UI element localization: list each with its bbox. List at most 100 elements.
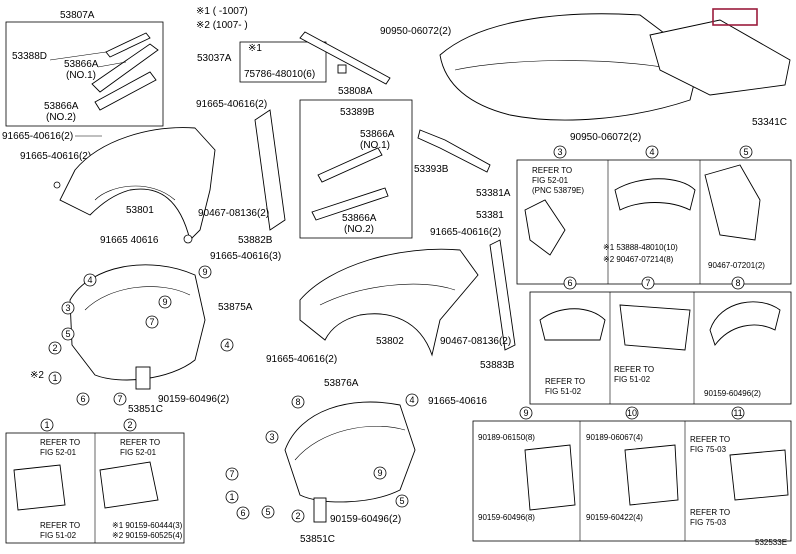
clip-icon	[337, 64, 347, 74]
p9-90189-06150[interactable]: 90189-06150(8)	[478, 433, 535, 442]
label-53866a-4[interactable]: 53866A	[342, 213, 377, 224]
p2-90159-60444[interactable]: ※1 90159-60444(3)	[112, 521, 183, 530]
p8-90159-60496[interactable]: 90159-60496(2)	[704, 389, 761, 398]
label-53037a[interactable]: 53037A	[197, 53, 232, 64]
p5-90467-07201[interactable]: 90467-07201(2)	[708, 261, 765, 270]
part-53851c-b	[313, 497, 327, 523]
part-53801-fender	[59, 127, 216, 241]
part-53341b-insulator	[649, 19, 791, 96]
label-53388d[interactable]: 53388D	[12, 51, 47, 62]
label-53875a[interactable]: 53875A	[218, 302, 253, 313]
label-53801[interactable]: 53801	[126, 205, 154, 216]
label-53851c-a[interactable]: 53851C	[128, 404, 163, 415]
p1-fig-52-01[interactable]: FIG 52-01	[40, 448, 77, 457]
svg-text:9: 9	[377, 468, 382, 478]
svg-text:6: 6	[567, 278, 572, 288]
svg-text:6: 6	[240, 508, 245, 518]
label-90159-60496-2b[interactable]: 90159-60496(2)	[330, 514, 401, 525]
p1-fig-51-02[interactable]: FIG 51-02	[40, 531, 77, 540]
svg-text:4: 4	[409, 395, 414, 405]
p11-fig-75-03-b[interactable]: FIG 75-03	[690, 518, 727, 527]
svg-text:7: 7	[149, 317, 154, 327]
part-53882b-bracket	[254, 109, 286, 231]
label-90950-06072-a[interactable]: 90950-06072(2)	[380, 26, 451, 37]
detail-11-part	[729, 449, 789, 501]
label-53866a-1[interactable]: 53866A	[64, 59, 99, 70]
label-91665-40616-e[interactable]: 91665-40616	[428, 396, 487, 407]
label-53393b[interactable]: 53393B	[414, 164, 449, 175]
p10-90159-60422[interactable]: 90159-60422(4)	[586, 513, 643, 522]
label-90467-08136-2[interactable]: 90467-08136(2)	[198, 208, 269, 219]
p11-refer-to-a: REFER TO	[690, 435, 730, 444]
detail-8-part	[709, 301, 781, 346]
label-53389b[interactable]: 53389B	[340, 107, 375, 118]
svg-text:2: 2	[127, 420, 132, 430]
p2-90159-60525[interactable]: ※2 90159-60525(4)	[112, 531, 183, 540]
label-91665-40616-2d[interactable]: 91665-40616(2)	[430, 227, 501, 238]
label-53883b[interactable]: 53883B	[480, 360, 515, 371]
detail-2-part	[99, 461, 159, 509]
label-90159-60496-2a[interactable]: 90159-60496(2)	[158, 394, 229, 405]
label-53808a[interactable]: 53808A	[338, 86, 373, 97]
p4-90467-07214[interactable]: ※2 90467-07214(8)	[603, 255, 674, 264]
svg-text:4: 4	[87, 275, 92, 285]
detail-9-part	[524, 444, 576, 511]
part-53866a-strip-4	[311, 187, 389, 221]
label-53866a-3[interactable]: 53866A	[360, 129, 395, 140]
svg-text:7: 7	[645, 278, 650, 288]
svg-text:9: 9	[523, 408, 528, 418]
p3-refer-to: REFER TO	[532, 166, 572, 175]
label-no1-b: (NO.1)	[360, 140, 390, 151]
label-75786-48010[interactable]: 75786-48010(6)	[244, 69, 315, 80]
label-star2-a: ※2	[30, 370, 44, 381]
part-53388d-strip	[105, 32, 151, 58]
label-91665-40616-2a[interactable]: 91665-40616(2)	[2, 131, 73, 142]
svg-text:9: 9	[162, 297, 167, 307]
p1-refer-to-b: REFER TO	[40, 521, 80, 530]
p3-fig-52-01[interactable]: FIG 52-01	[532, 176, 569, 185]
label-90467-08136-2b[interactable]: 90467-08136(2)	[440, 336, 511, 347]
part-53802-fender	[299, 248, 479, 357]
part-53866a-strip-3	[317, 147, 383, 183]
p2-fig-52-01[interactable]: FIG 52-01	[120, 448, 157, 457]
label-53341c[interactable]: 53341C	[752, 117, 787, 128]
p9-90159-60496-8[interactable]: 90159-60496(8)	[478, 513, 535, 522]
svg-text:3: 3	[557, 147, 562, 157]
diagram-code: 532533E	[755, 538, 787, 547]
svg-text:7: 7	[117, 394, 122, 404]
p11-fig-75-03-a[interactable]: FIG 75-03	[690, 445, 727, 454]
label-90950-06072-b[interactable]: 90950-06072(2)	[570, 132, 641, 143]
label-53876a[interactable]: 53876A	[324, 378, 359, 389]
label-53381a[interactable]: 53381A	[476, 188, 511, 199]
label-53807a[interactable]: 53807A	[60, 10, 95, 21]
label-53381[interactable]: 53381	[476, 210, 504, 221]
callout-group-left: 4 9 3 5 2 1 6 7 4 7 9	[48, 265, 234, 406]
part-53037a-seal	[299, 31, 391, 85]
label-91665-40616-2b[interactable]: 91665-40616(2)	[20, 151, 91, 162]
label-53802[interactable]: 53802	[376, 336, 404, 347]
svg-text:9: 9	[202, 267, 207, 277]
label-91665-40616-2e[interactable]: 91665-40616(2)	[266, 354, 337, 365]
svg-text:1: 1	[229, 492, 234, 502]
p7-fig-51-02[interactable]: FIG 51-02	[614, 375, 651, 384]
svg-text:4: 4	[224, 340, 229, 350]
callout-group-right-liner: 8 4 3 7 1 6 5 2 9 5	[225, 393, 419, 523]
label-91665-40616-3[interactable]: 91665-40616(3)	[210, 251, 281, 262]
p6-fig-51-02[interactable]: FIG 51-02	[545, 387, 582, 396]
p4-53888-48010[interactable]: ※1 53888-48010(10)	[603, 243, 678, 252]
group-box-53808a	[299, 99, 413, 239]
label-53851c-b[interactable]: 53851C	[300, 534, 335, 545]
label-53866a-2[interactable]: 53866A	[44, 101, 79, 112]
label-91665-40616-2c[interactable]: 91665-40616(2)	[196, 99, 267, 110]
p10-90189-06067[interactable]: 90189-06067(4)	[586, 433, 643, 442]
detail-panel-6-7-8	[529, 291, 792, 405]
label-star1: ※1	[248, 43, 262, 54]
label-53882b[interactable]: 53882B	[238, 235, 273, 246]
label-91665-40616[interactable]: 91665 40616	[100, 235, 159, 246]
p3-pnc: (PNC 53879E)	[532, 186, 584, 195]
detail-panel-9-10-11	[472, 420, 792, 542]
part-53875a-liner	[69, 264, 206, 381]
p1-refer-to-a: REFER TO	[40, 438, 80, 447]
p7-refer-to: REFER TO	[614, 365, 654, 374]
